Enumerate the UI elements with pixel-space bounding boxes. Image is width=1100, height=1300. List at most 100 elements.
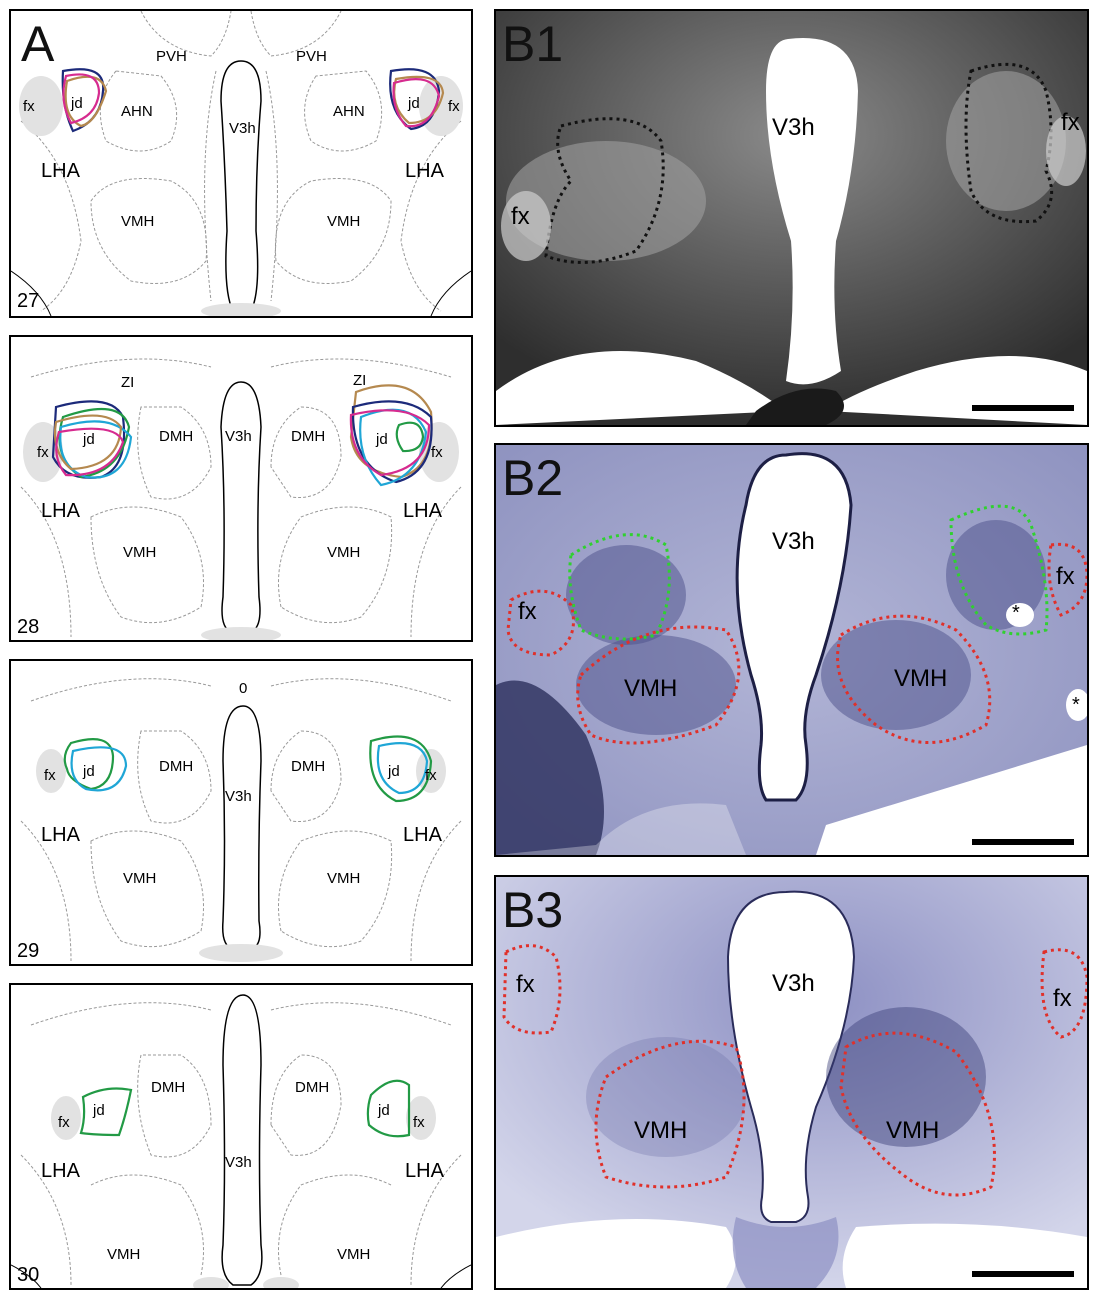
label-v3h: V3h [772,970,815,997]
fx-right-shade [406,1096,436,1140]
label-fx-right: fx [431,444,443,461]
label-vmh-left: VMH [121,213,155,230]
jd-outlines-left [63,738,128,792]
label-jd-left: jd [93,1102,105,1119]
fx-right-shade [419,76,463,136]
label-jd-right: jd [408,95,420,112]
micrograph-b2: B2 V3h fx fx VMH VMH * * [494,443,1089,857]
label-dmh-left: DMH [159,428,194,445]
label-vmh-right: VMH [327,544,361,561]
b2-right-jd-outline [949,504,1049,636]
b3-right-vmh-outline [839,1031,996,1197]
b3-third-ventricle [726,890,856,1223]
label-fx-right: fx [1061,109,1080,136]
jd-outlines-left [51,400,133,479]
label-v3h: V3h [772,528,815,555]
atlas-29-region-outlines [20,678,462,962]
section-number: 29 [17,940,40,962]
label-lha-left: LHA [41,160,80,182]
atlas-27-drawing [11,11,471,316]
atlas-section-30: DMH DMH jd jd fx fx LHA LHA VMH VMH V3h … [9,983,473,1290]
label-lha-right: LHA [405,1160,444,1182]
b3-drawing [496,877,1087,1288]
label-vmh-left: VMH [624,675,678,702]
label-fx-left: fx [516,971,535,998]
jd-outlines-right [369,735,433,803]
atlas-section-29: 0 DMH DMH jd jd fx fx LHA LHA VMH VMH V3… [9,659,473,966]
b2-drawing [496,445,1087,855]
jd-outlines-left [61,68,108,133]
micrograph-b3: B3 V3h fx fx VMH VMH [494,875,1089,1290]
panel-a-letter: A [21,16,55,72]
label-jd-right: jd [388,763,400,780]
label-lha-left: LHA [41,1160,80,1182]
atlas-28-region-outlines [20,358,462,638]
b3-right-fx-outline [1040,948,1087,1039]
jd-outlines-right [349,384,433,487]
b2-third-ventricle [735,452,853,802]
ventral-shade [201,303,281,316]
jd-outlines-left [79,1087,133,1137]
label-fx-right: fx [413,1114,425,1131]
label-jd-left: jd [71,95,83,112]
label-pvh-right: PVH [296,48,327,65]
label-jd-left: jd [83,763,95,780]
third-ventricle-outline [220,60,262,312]
b2-right-fx-outline [1047,542,1087,617]
section-number: 27 [17,290,40,312]
panel-b1-letter: B1 [502,16,564,72]
label-lha-left: LHA [41,824,80,846]
label-vmh-right: VMH [886,1117,940,1144]
label-vmh-left: VMH [634,1117,688,1144]
b3-left-vmh-outline [594,1039,746,1189]
atlas-30-region-outlines [20,1002,462,1286]
atlas-28-drawing [20,358,462,640]
jd-outlines-right [389,68,445,131]
label-fx-left: fx [23,98,35,115]
label-dmh-left: DMH [159,758,194,775]
label-v3h: V3h [772,114,815,141]
b3-left-fx-outline [502,944,562,1035]
label-v3h: V3h [225,788,252,805]
label-fx-left: fx [44,767,56,784]
b1-left-outline [544,117,665,264]
label-lha-right: LHA [403,500,442,522]
label-vmh-right: VMH [894,665,948,692]
label-v3h: V3h [225,1154,252,1171]
b2-right-vmh-outline [836,614,992,744]
label-vmh-left: VMH [107,1246,141,1263]
fx-left-shade [19,76,63,136]
panel-b3-letter: B3 [502,882,564,938]
label-ahn-left: AHN [121,103,153,120]
label-ahn-right: AHN [333,103,365,120]
b1-drawing [496,11,1087,425]
label-fx-right: fx [1053,985,1072,1012]
atlas-section-28: ZI ZI DMH DMH jd jd fx fx LHA LHA VMH VM… [9,335,473,642]
label-v3h: V3h [229,120,256,137]
label-zi-right: ZI [353,372,367,389]
jd-outlines-right [366,1079,411,1138]
label-lha-right: LHA [405,160,444,182]
label-fx-left: fx [58,1114,70,1131]
label-fx-right: fx [1056,563,1075,590]
label-v3h: V3h [225,428,252,445]
third-ventricle-outline [220,381,262,633]
third-ventricle-outline [221,705,262,950]
ventral-shade [199,944,283,962]
label-pvh-left: PVH [156,48,187,65]
atlas-29-drawing [20,678,462,962]
fx-left-shade [51,1096,81,1140]
label-vmh-left: VMH [123,870,157,887]
label-fx-left: fx [37,444,49,461]
panel-b2-letter: B2 [502,450,564,506]
label-dmh-left: DMH [151,1079,186,1096]
section-number: 28 [17,616,40,638]
b1-ventral-background [496,351,786,425]
fx-left-shade [23,422,63,482]
label-jd-left: jd [83,431,95,448]
label-fx-right: fx [448,98,460,115]
b1-third-ventricle [766,38,858,385]
scale-bar [972,839,1074,845]
micrograph-b1: B1 V3h fx fx [494,9,1089,427]
label-dmh-right: DMH [291,758,326,775]
